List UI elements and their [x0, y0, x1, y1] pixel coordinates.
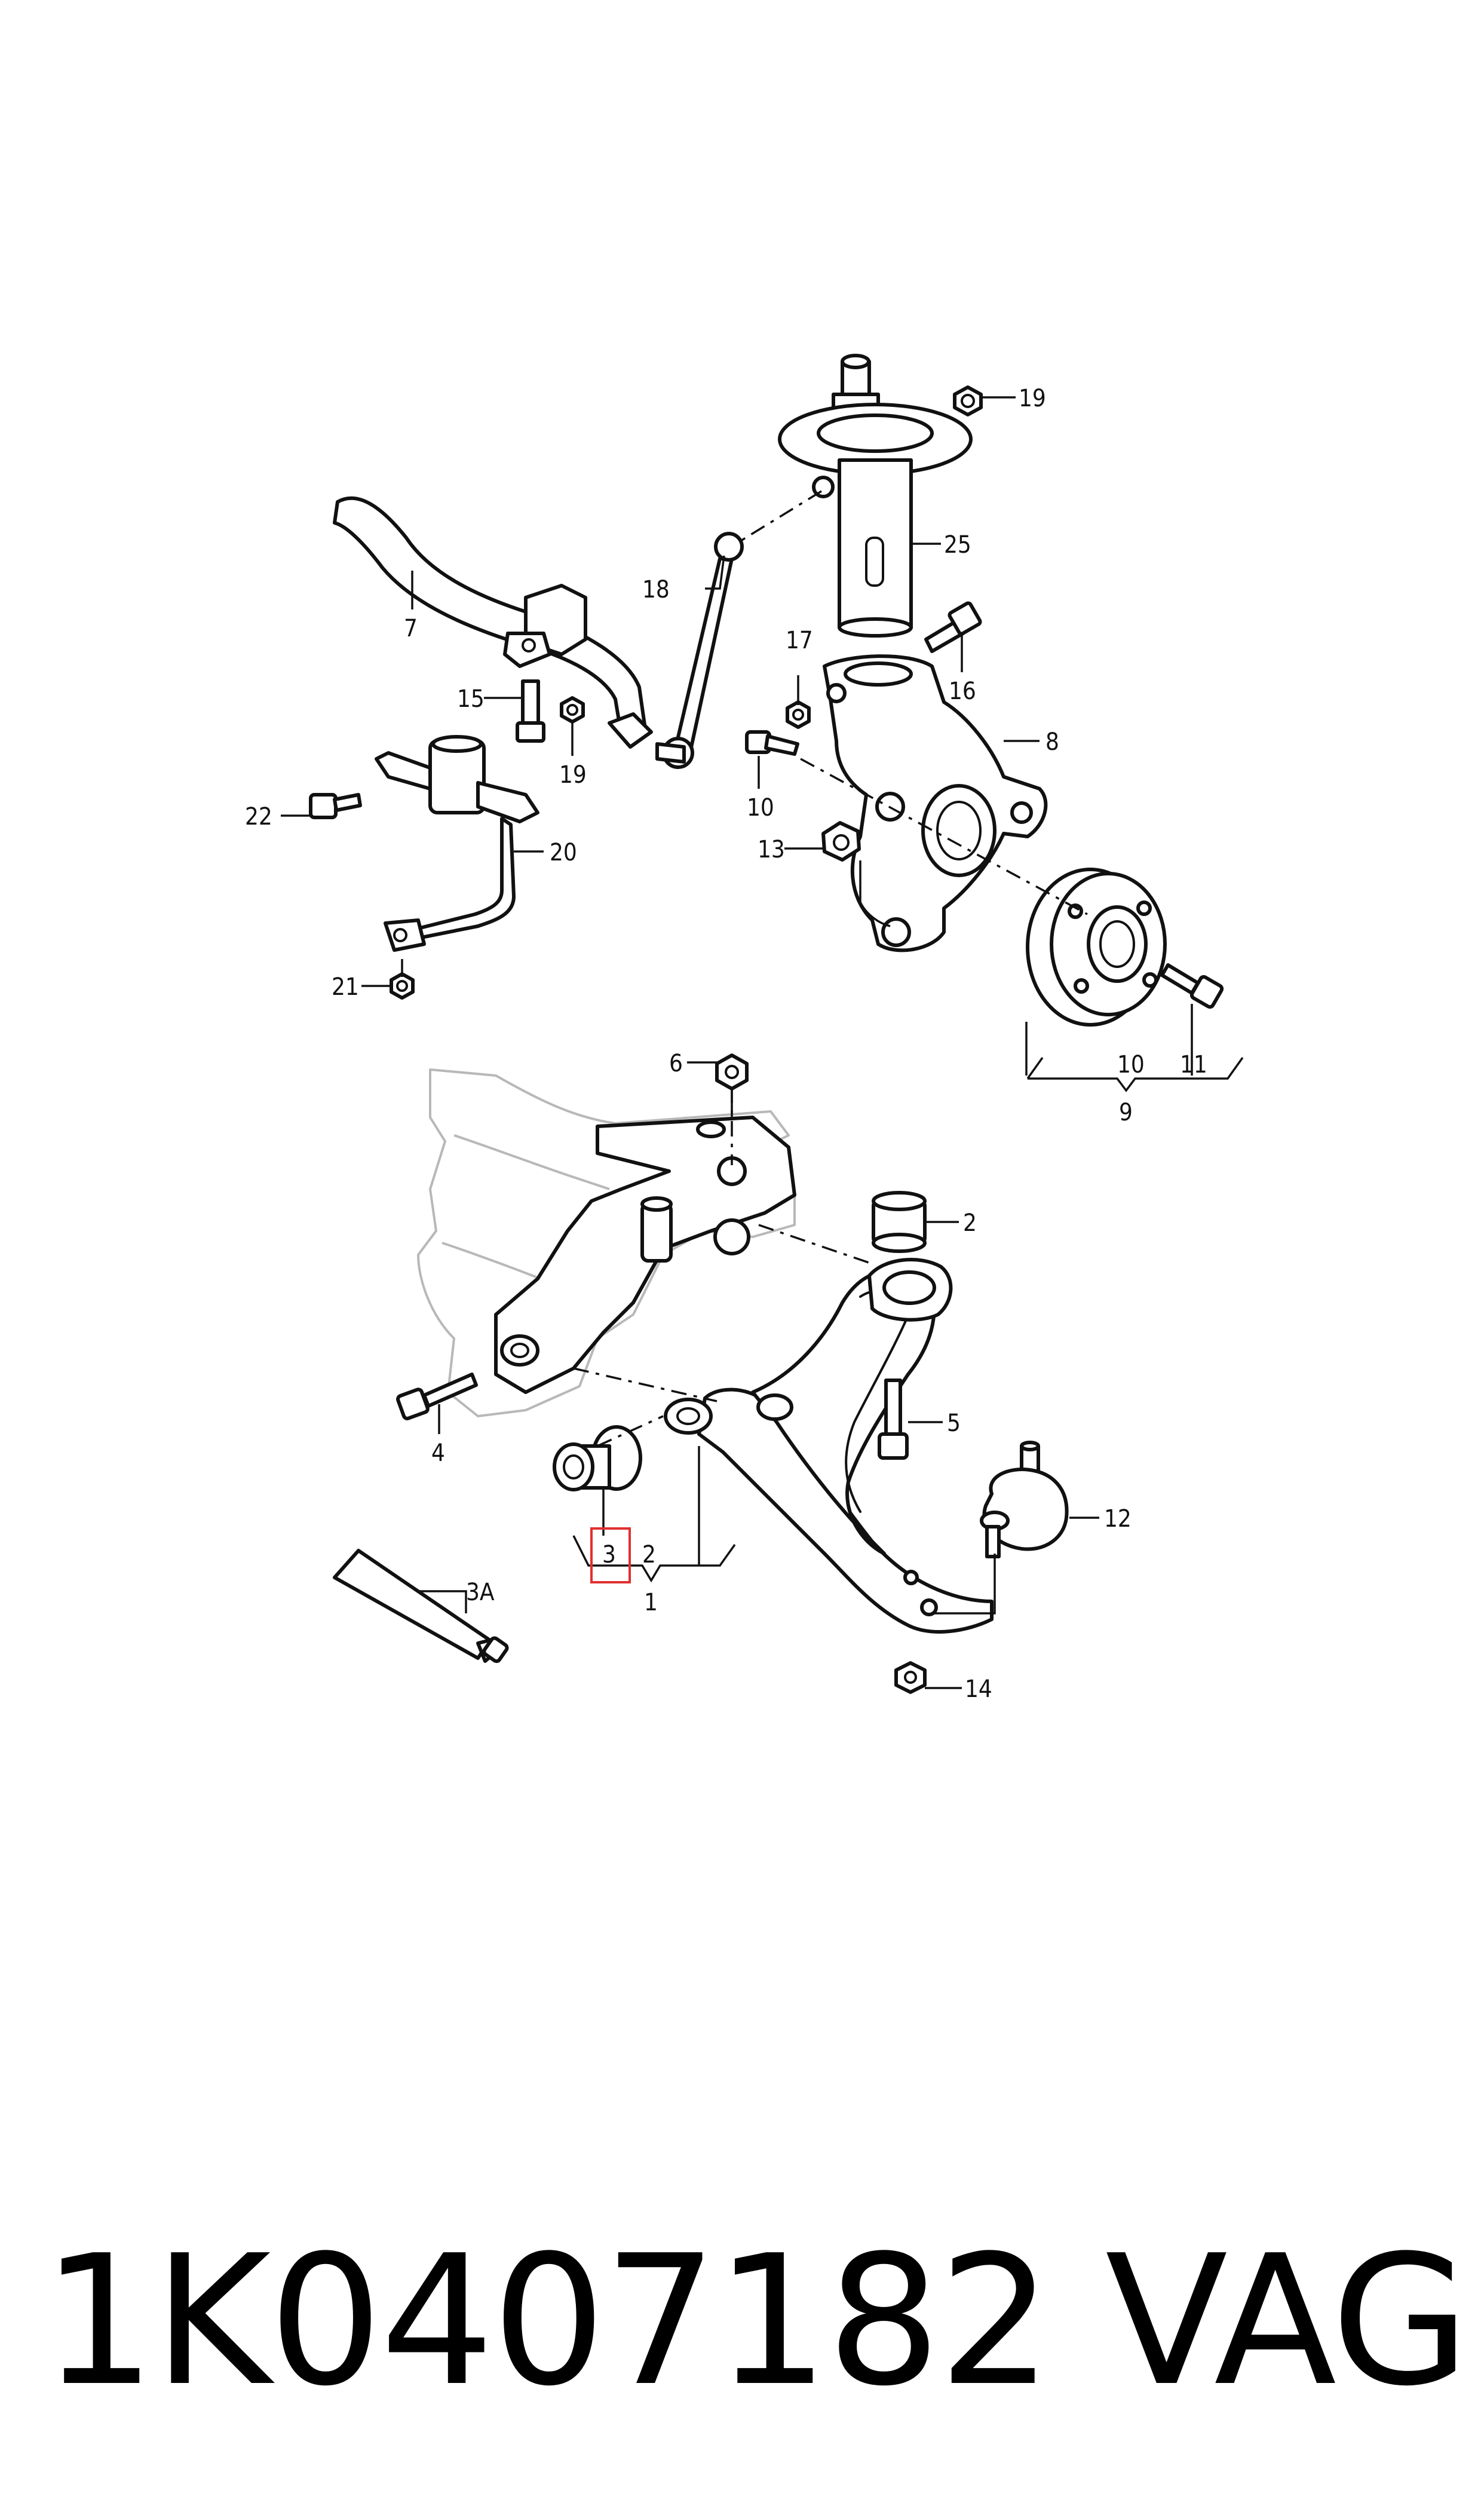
callout-labels: 19 25 18 7 17 16 15 19 8 10 22 20 13 21 … — [245, 385, 1207, 1703]
label-19-mid: 19 — [559, 761, 587, 789]
highlight-box — [590, 1527, 631, 1583]
stabilizer-bar — [333, 496, 647, 737]
label-19-top: 19 — [1019, 385, 1046, 412]
label-8: 8 — [1045, 728, 1059, 756]
label-25: 25 — [944, 531, 971, 559]
suspension-exploded-diagram: 19 25 18 7 17 16 15 19 8 10 22 20 13 21 … — [245, 354, 1244, 1703]
label-18: 18 — [642, 576, 670, 604]
label-13: 13 — [758, 836, 785, 863]
assembly-lines — [573, 490, 1088, 1447]
label-1: 1 — [644, 1589, 658, 1616]
subframe — [494, 1116, 796, 1394]
bolt-10 — [745, 730, 799, 756]
part-number: 1K0407182 — [42, 2217, 1053, 2425]
label-12: 12 — [1104, 1505, 1132, 1533]
coupling-rod-18 — [608, 532, 744, 769]
bolt-5 — [878, 1379, 909, 1460]
nut-19-top — [953, 385, 983, 416]
label-22: 22 — [245, 803, 272, 831]
label-16: 16 — [949, 678, 976, 705]
nut-19-mid — [560, 696, 585, 724]
wheel-bearing-housing-8 — [823, 654, 1048, 952]
label-6: 6 — [669, 1050, 683, 1077]
wheel-hub-9 — [1026, 868, 1167, 1027]
label-2-upper: 2 — [963, 1209, 977, 1237]
label-20: 20 — [550, 839, 577, 866]
nut-14 — [894, 1661, 927, 1694]
brand-name: VAG — [1105, 2217, 1470, 2425]
label-7: 7 — [404, 615, 418, 642]
label-2-lower: 2 — [642, 1541, 656, 1569]
strut-assembly — [778, 354, 973, 638]
bush-2-upper — [872, 1191, 927, 1253]
label-11: 11 — [1180, 1051, 1207, 1079]
bolt-22 — [309, 793, 362, 819]
grease-tube-3A — [333, 1549, 509, 1664]
control-arm-1 — [664, 1258, 994, 1634]
level-sensor-20 — [375, 735, 539, 952]
label-21: 21 — [332, 973, 359, 1001]
bolt-16 — [924, 601, 982, 653]
bolt-4 — [396, 1373, 478, 1420]
label-15: 15 — [457, 685, 485, 713]
nut-13 — [821, 821, 861, 862]
label-10-upper: 10 — [747, 794, 774, 822]
label-3: 3 — [602, 1541, 616, 1569]
label-4: 4 — [431, 1439, 445, 1467]
label-14: 14 — [965, 1675, 992, 1703]
bush-3 — [553, 1425, 642, 1491]
ball-joint-12 — [980, 1441, 1069, 1558]
nut-17 — [786, 700, 811, 729]
leader-lines — [281, 396, 1244, 1689]
label-10-lower: 10 — [1117, 1051, 1145, 1079]
label-17: 17 — [786, 627, 813, 654]
label-9: 9 — [1119, 1099, 1133, 1126]
nut-6 — [715, 1053, 749, 1090]
nut-21 — [390, 972, 415, 1000]
bolt-15 — [516, 679, 545, 743]
label-5: 5 — [947, 1410, 961, 1437]
footer: 1K0407182 VAG — [0, 2223, 1484, 2420]
label-3A: 3A — [466, 1579, 495, 1606]
bolt-11 — [1160, 963, 1224, 1009]
